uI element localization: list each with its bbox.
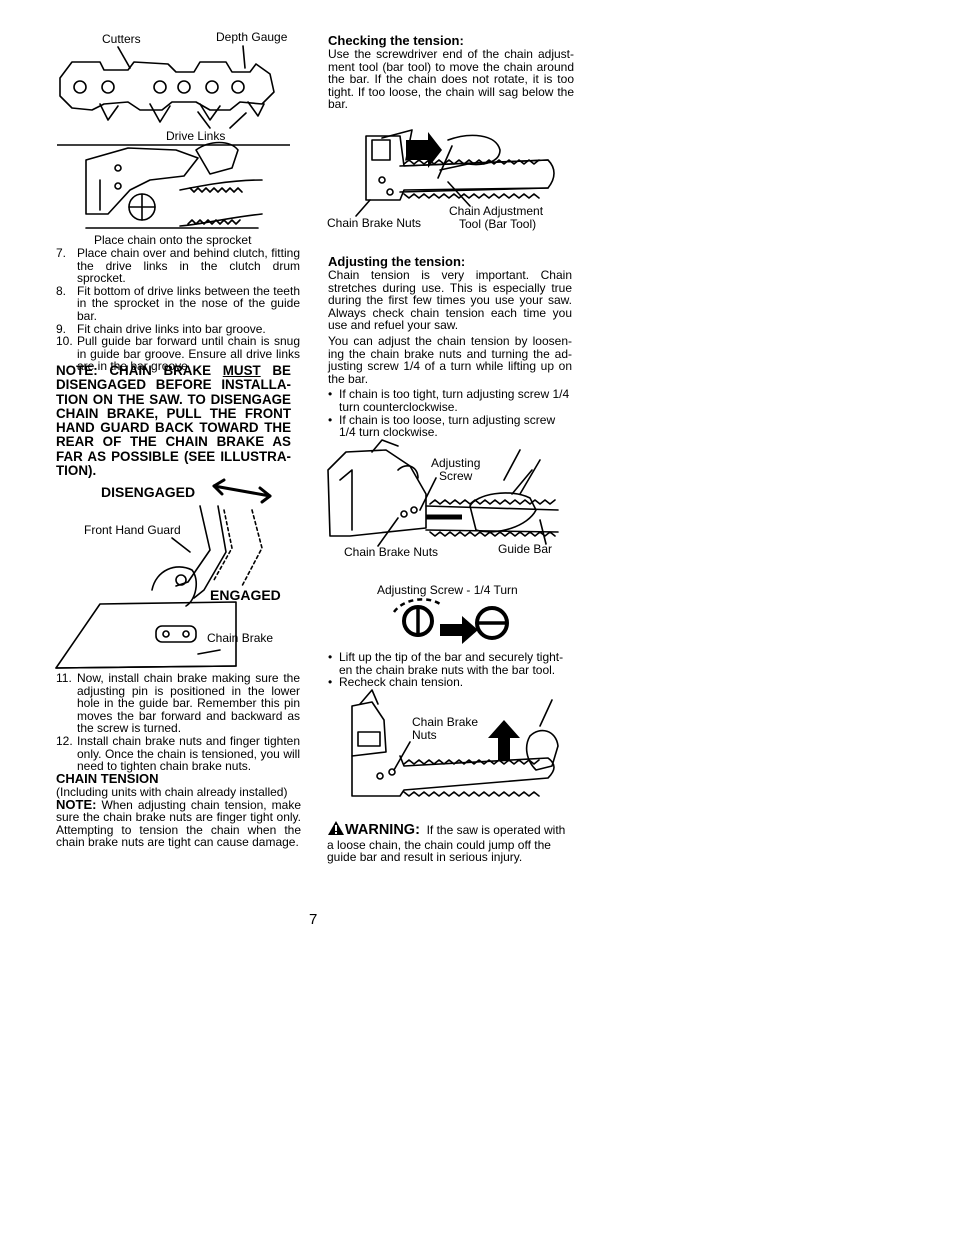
- list-item: •Lift up the tip of the bar and securely…: [328, 650, 564, 677]
- warning-label: WARNING:: [345, 822, 420, 838]
- chain-adjustment-tool-label: Chain Adjustment: [449, 204, 544, 218]
- checking-tension-heading: Checking the tension:: [328, 33, 464, 48]
- adjusting-tension-p2: You can adjust the chain tension by loos…: [328, 333, 572, 386]
- front-hand-guard-label: Front Hand Guard: [84, 523, 181, 537]
- page-number: 7: [309, 911, 318, 928]
- guide-bar-label: Guide Bar: [498, 542, 553, 556]
- steps-list-a: 7.Place chain over and behind clutch, fi…: [56, 247, 300, 373]
- chain-tension-note: NOTE: When adjusting chain tension, make…: [56, 796, 301, 850]
- adjusting-tension-section: Adjusting the tension: Chain tension is …: [328, 254, 572, 439]
- tighten-bullets: •Lift up the tip of the bar and securely…: [328, 651, 572, 689]
- checking-tension-section: Checking the tension: Use the screwdrive…: [328, 33, 574, 111]
- list-item: 9.Fit chain drive links into bar groove.: [56, 321, 266, 336]
- disengaged-label: DISENGAGED: [101, 484, 196, 500]
- list-item: •Recheck chain tension.: [328, 675, 464, 690]
- depth-gauge-label: Depth Gauge: [216, 30, 288, 44]
- adjusting-screw-label-2: Screw: [439, 469, 473, 483]
- lift-brake-nuts-label-2: Nuts: [412, 728, 437, 742]
- adjusting-screw-label-1: Adjusting: [431, 456, 481, 470]
- list-item: 8.Fit bottom of drive links between the …: [56, 283, 300, 323]
- chain-links-drawing: [57, 45, 290, 146]
- adjusting-tension-p1: Chain tension is very important. Chain s…: [328, 268, 572, 333]
- chain-tension-subtitle: (Including units with chain already inst…: [56, 785, 288, 799]
- list-item: •If chain is too tight, turn adjusting s…: [328, 387, 570, 414]
- adjusting-drawing: [327, 439, 559, 547]
- chain-brake-drawing: [55, 478, 272, 669]
- list-item: 12.Install chain brake nuts and finger t…: [56, 733, 300, 774]
- sprocket-caption: Place chain onto the sprocket: [94, 233, 252, 247]
- cutters-label: Cutters: [102, 32, 141, 46]
- drive-links-label: Drive Links: [166, 129, 226, 143]
- adjusting-tension-heading: Adjusting the tension:: [328, 254, 466, 269]
- chain-brake-note: NOTE: CHAIN BRAKE MUST BE DISENGAGED BEF…: [56, 363, 291, 479]
- chain-tension-section: CHAIN TENSION (Including units with chai…: [56, 771, 301, 849]
- bar-tool-label: Tool (Bar Tool): [459, 217, 537, 231]
- steps-list-b: 11.Now, install chain brake making sure …: [56, 672, 300, 773]
- quarter-turn-label: Adjusting Screw - 1/4 Turn: [377, 583, 518, 597]
- adjust-brake-nuts-label: Chain Brake Nuts: [344, 545, 439, 559]
- warning-block: WARNING: If the saw is operated with a l…: [327, 820, 573, 864]
- sprocket-drawing: [85, 141, 263, 229]
- list-item: 7.Place chain over and behind clutch, fi…: [56, 246, 300, 286]
- lift-bar-drawing: [351, 689, 559, 797]
- list-item: 11.Now, install chain brake making sure …: [56, 671, 300, 736]
- chain-tension-heading: CHAIN TENSION: [56, 771, 159, 786]
- checking-drawing: [355, 129, 555, 217]
- check-brake-nuts-label: Chain Brake Nuts: [327, 216, 422, 230]
- adjusting-bullets: •If chain is too tight, turn adjusting s…: [328, 388, 572, 438]
- warning-triangle-icon: [327, 820, 345, 839]
- list-item: •If chain is too loose, turn adjusting s…: [328, 412, 556, 440]
- engaged-label: ENGAGED: [210, 587, 281, 603]
- list-item: 10.Pull guide bar forward until chain is…: [56, 334, 300, 374]
- checking-tension-text: Use the screwdriver end of the chain adj…: [328, 47, 574, 112]
- chain-brake-label: Chain Brake: [207, 631, 274, 645]
- warning-text: If the saw is operated with a loose chai…: [327, 823, 566, 865]
- quarter-turn-drawing: [392, 598, 509, 644]
- lift-brake-nuts-label-1: Chain Brake: [412, 715, 479, 729]
